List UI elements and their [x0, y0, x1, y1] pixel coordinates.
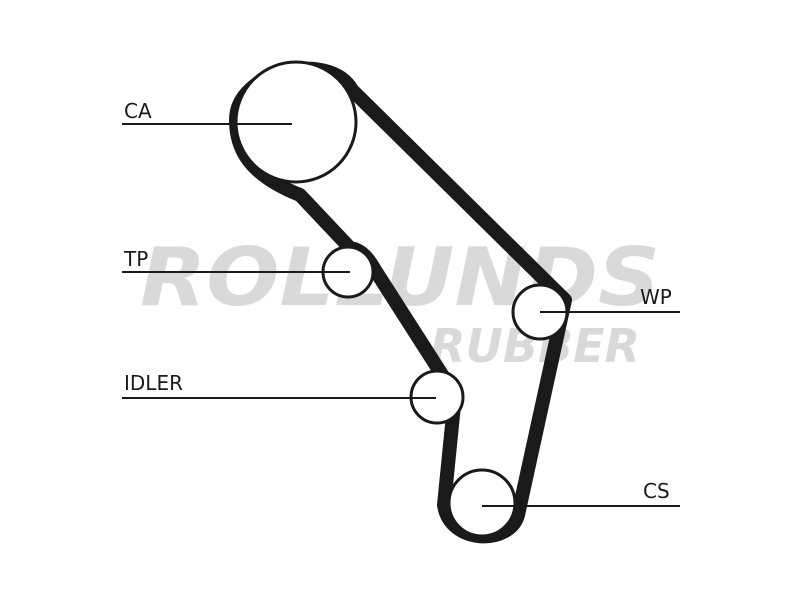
tp-label: TP	[123, 247, 148, 271]
crankshaft-pulley	[447, 468, 517, 538]
ca-label: CA	[124, 99, 152, 123]
wp-label: WP	[640, 285, 672, 309]
cs-label: CS	[643, 479, 670, 503]
idler-label: IDLER	[124, 371, 183, 395]
camshaft-pulley	[234, 60, 358, 184]
